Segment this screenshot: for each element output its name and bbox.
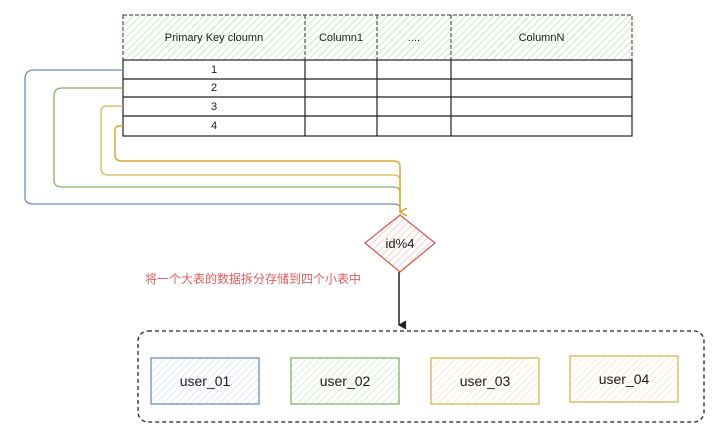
subtable-box-1	[150, 357, 260, 405]
subtable-label-4: user_04	[598, 371, 650, 387]
table-row-1-key: 1	[210, 63, 218, 76]
table-row-2-key: 2	[210, 82, 218, 94]
connector-row-1	[24, 69, 401, 212]
subtable-box-3	[430, 357, 540, 405]
subtable-label-3: user_03	[459, 373, 511, 389]
connector-row-2	[53, 87, 401, 212]
table-header-primary-key: Primary Key cloumn	[164, 31, 264, 44]
subtable-box-4	[569, 355, 679, 403]
decision-diamond	[364, 214, 436, 273]
decision-label: id%4	[385, 235, 415, 251]
table-header-ellipsis: ....	[407, 31, 421, 44]
subtable-box-2	[290, 357, 400, 405]
table-header-column1: Column1	[318, 31, 364, 44]
table-body-grid	[122, 59, 633, 137]
subtable-label-2: user_02	[319, 373, 371, 389]
table-row-4-key: 4	[210, 120, 218, 132]
subtables-group	[137, 330, 705, 423]
connector-row-4	[114, 125, 400, 212]
subtable-label-1: user_01	[179, 373, 231, 389]
connector-row-3	[100, 105, 401, 212]
table-row-3-key: 3	[210, 100, 218, 113]
table-header-columnN: ColumnN	[518, 31, 565, 44]
split-note: 将一个大表的数据拆分存储到四个小表中	[145, 272, 362, 286]
